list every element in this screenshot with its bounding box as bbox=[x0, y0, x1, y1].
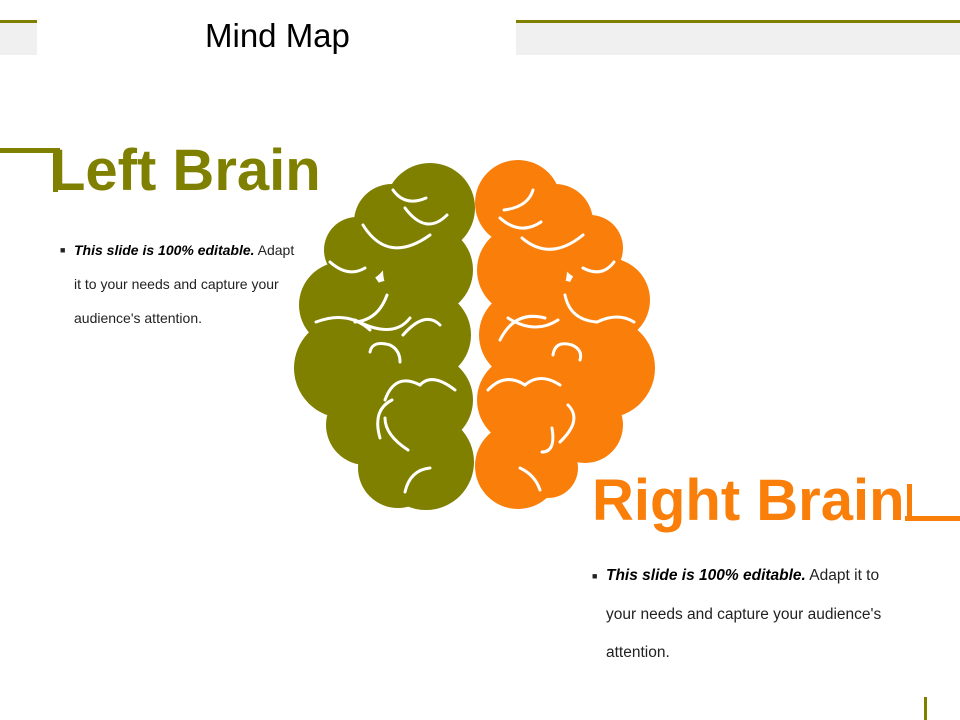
left-hemisphere bbox=[294, 163, 475, 510]
bullet-icon: ■ bbox=[60, 245, 66, 255]
left-brain-text[interactable]: ■ This slide is 100% editable. Adapt it t… bbox=[60, 233, 300, 335]
left-bracket-vertical bbox=[53, 148, 58, 192]
page-title[interactable]: Mind Map bbox=[205, 17, 350, 54]
left-text-body: Adapt it to your needs and capture your … bbox=[74, 242, 295, 326]
right-brain-text[interactable]: ■ This slide is 100% editable. Adapt it t… bbox=[592, 557, 902, 673]
title-band-left bbox=[0, 23, 37, 55]
left-bracket-horizontal bbox=[0, 148, 60, 153]
brain-folds bbox=[314, 188, 636, 494]
title-band-right-line bbox=[516, 20, 960, 23]
title-band-left-line bbox=[0, 20, 37, 23]
title-band-right bbox=[516, 23, 960, 55]
right-brain-heading[interactable]: Right Brain bbox=[592, 468, 905, 533]
right-text-emphasis: This slide is 100% editable. bbox=[606, 567, 806, 584]
left-bullet-paragraph: ■ This slide is 100% editable. Adapt it t… bbox=[60, 233, 300, 335]
right-bullet-paragraph: ■ This slide is 100% editable. Adapt it t… bbox=[592, 557, 902, 673]
right-text-body: Adapt it to your needs and capture your … bbox=[606, 567, 882, 661]
left-text-emphasis: This slide is 100% editable. bbox=[74, 242, 255, 258]
right-bracket-vertical bbox=[907, 484, 912, 521]
right-bracket-horizontal bbox=[905, 516, 960, 521]
left-brain-heading[interactable]: Left Brain bbox=[50, 138, 321, 203]
bullet-icon: ■ bbox=[592, 571, 598, 581]
corner-accent-line bbox=[924, 697, 927, 720]
